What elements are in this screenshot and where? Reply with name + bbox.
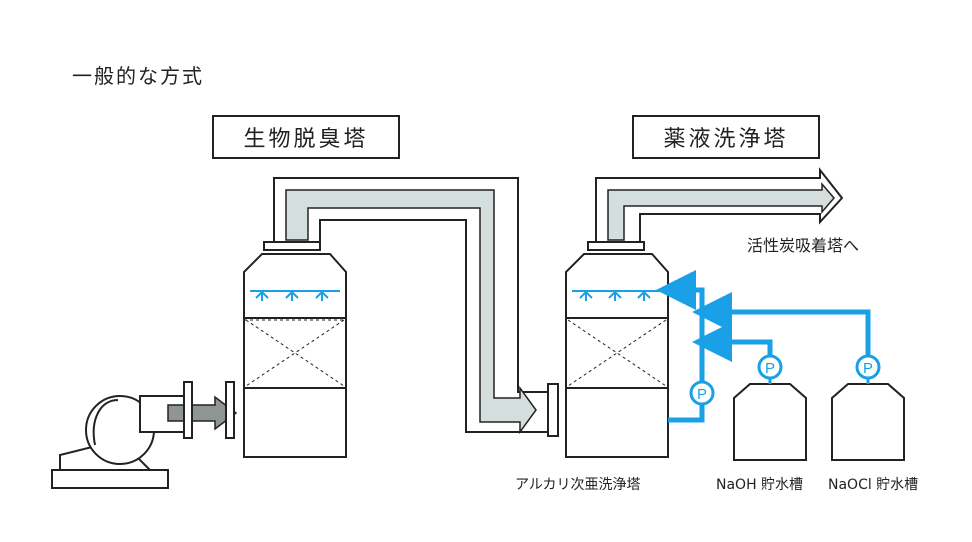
inlet-flanges	[183, 381, 235, 439]
naocl-tank	[831, 383, 905, 461]
to-carbon-tower-label: 活性炭吸着塔へ	[747, 236, 860, 255]
chem-tower-label: 薬液洗浄塔	[632, 115, 820, 159]
bio-packing	[244, 319, 346, 387]
blower	[51, 395, 191, 489]
chem-inlet-flange	[547, 383, 559, 437]
pump-symbol: P	[863, 360, 873, 377]
pump-symbol: P	[765, 360, 775, 377]
bio-spray	[250, 290, 340, 301]
chem-packing	[567, 319, 667, 387]
diagram-heading: 一般的な方式	[72, 64, 204, 88]
bio-tower	[243, 241, 347, 458]
pump-naoh: P	[757, 354, 783, 380]
bio-tower-label: 生物脱臭塔	[212, 115, 400, 159]
pump-circulation: P	[689, 380, 715, 406]
chem-spray	[572, 290, 662, 301]
pump-symbol: P	[697, 386, 707, 403]
naocl-tank-label: NaOCl 貯水槽	[828, 477, 919, 493]
pump-naocl: P	[855, 354, 881, 380]
alkali-tower-label: アルカリ次亜洗浄塔	[515, 477, 641, 493]
naoh-tank-label: NaOH 貯水槽	[716, 477, 804, 493]
naoh-tank	[733, 383, 807, 461]
tank-pipes	[768, 376, 870, 384]
chemical-lines	[656, 270, 871, 423]
outlet-duct	[595, 167, 844, 243]
chem-tower	[565, 241, 669, 458]
